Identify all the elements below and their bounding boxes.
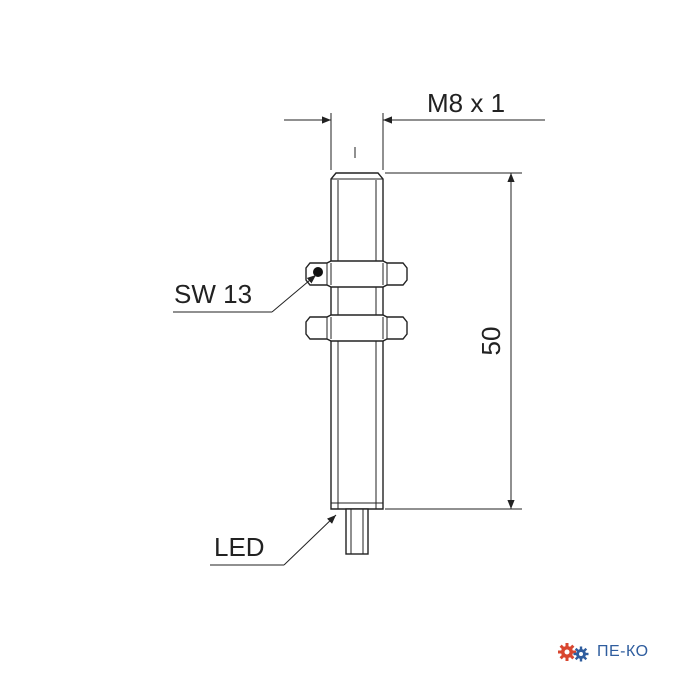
wrench-size-label: SW 13 [174,279,252,309]
logo-text: ПЕ-КО [597,643,649,660]
thread-label: M8 x 1 [427,88,505,118]
led-label: LED [214,532,265,562]
gear-icon [558,643,589,662]
nut-lower [305,314,408,342]
wrench-size-leader [173,274,317,313]
cable-stub [345,508,369,555]
length-label: 50 [476,327,506,356]
company-logo: ПЕ-КО [556,640,649,664]
thread-dimension [284,113,545,170]
nut-hole-marker [313,267,323,277]
length-dimension [385,172,522,510]
led-leader [210,514,337,566]
